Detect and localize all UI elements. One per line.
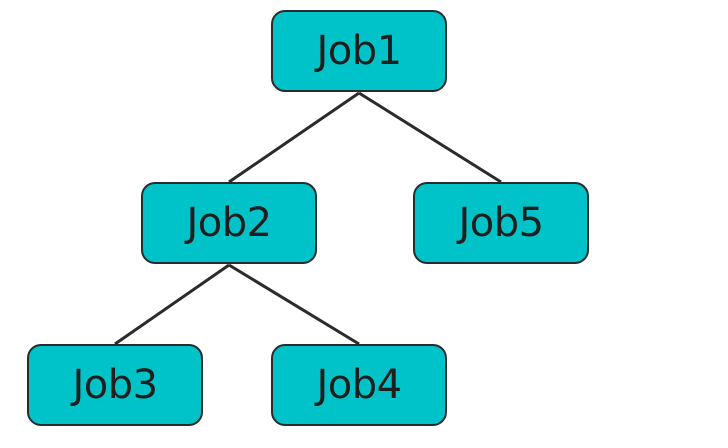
edge-job2-to-job3 (114, 263, 230, 346)
node-job3: Job3 (27, 344, 203, 426)
edge-job2-to-job4 (228, 263, 360, 346)
edge-job1-to-job2 (228, 91, 360, 184)
node-job5: Job5 (413, 182, 589, 264)
node-job4: Job4 (271, 344, 447, 426)
node-job1: Job1 (271, 10, 447, 92)
node-job2: Job2 (141, 182, 317, 264)
edge-job1-to-job5 (358, 91, 502, 184)
